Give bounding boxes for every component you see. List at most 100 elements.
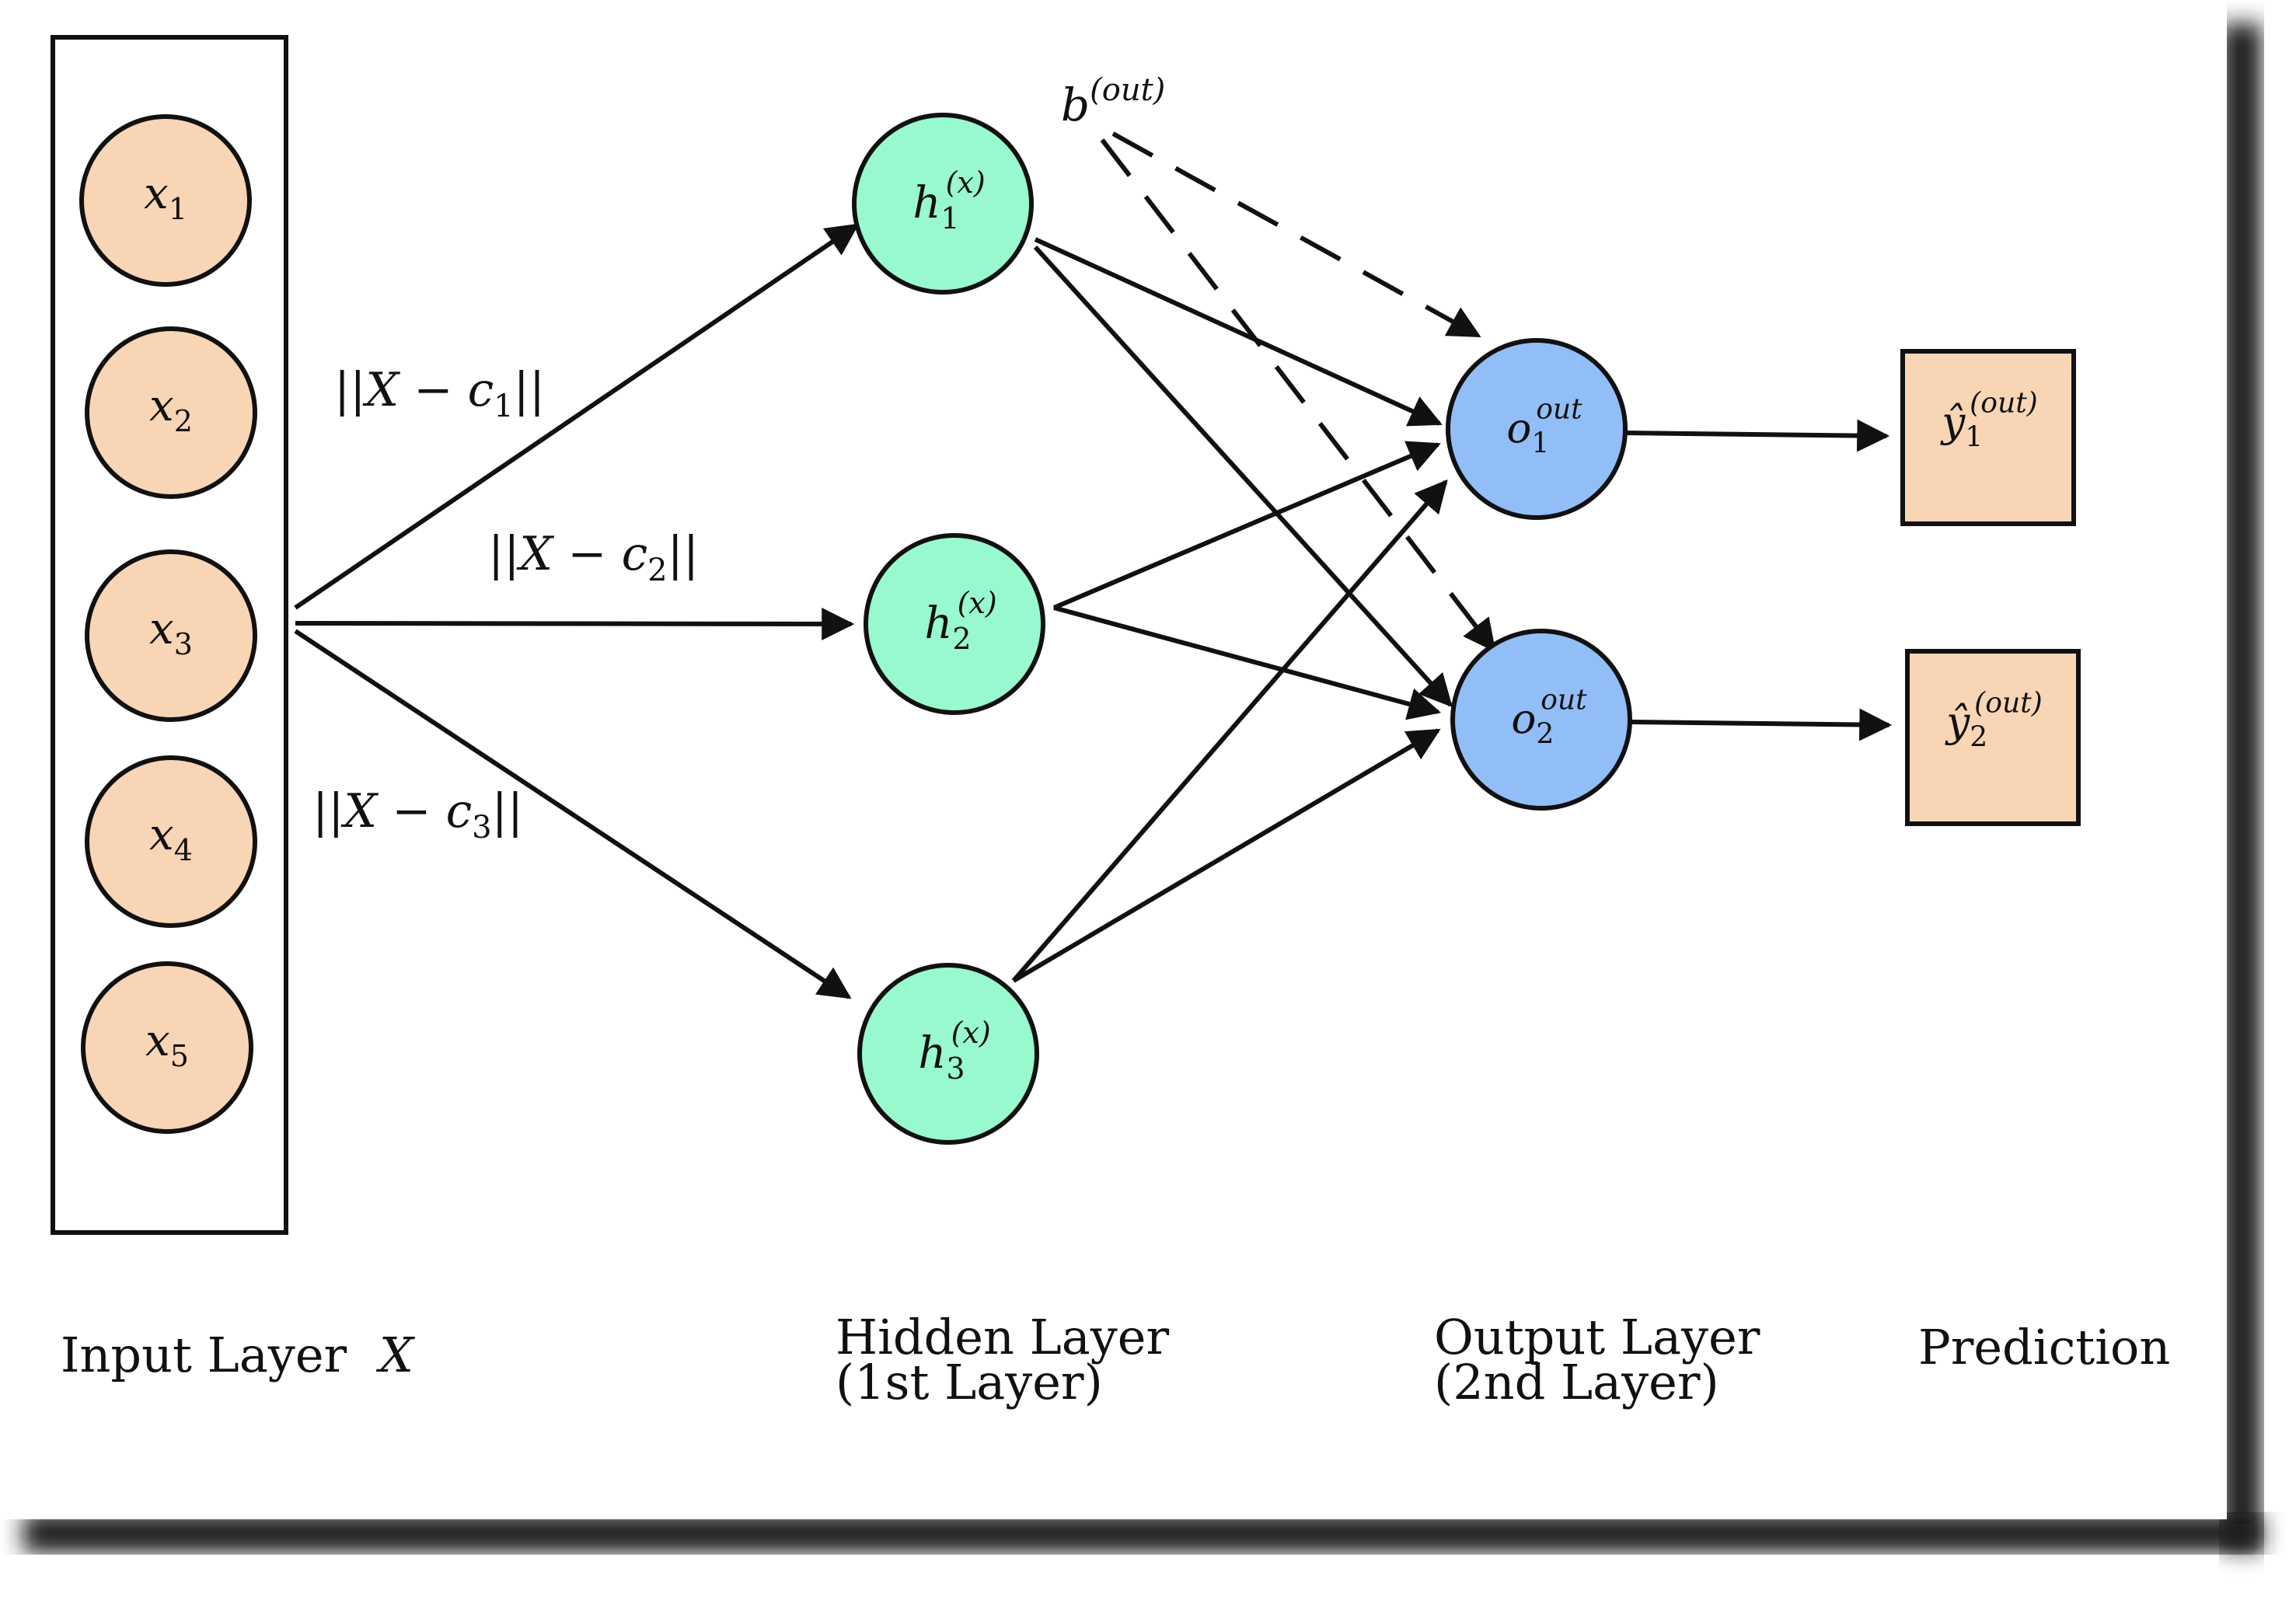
connection-arrow bbox=[1011, 479, 1448, 982]
input-node-circle bbox=[85, 549, 257, 722]
output-node: o1out bbox=[1446, 338, 1628, 520]
solid-connections bbox=[294, 223, 1893, 999]
hidden-node-label-subscript: 1 bbox=[940, 201, 959, 235]
panel-background bbox=[0, 0, 2227, 1519]
prediction-box: ŷ2(out) bbox=[1905, 649, 2081, 826]
hidden-node-circle bbox=[857, 963, 1039, 1145]
input-node-label-subscript: 4 bbox=[174, 833, 193, 867]
output-node-label: o2out bbox=[1511, 684, 1587, 751]
output-node-label-superscript: out bbox=[1541, 684, 1587, 717]
prediction-label-superscript: (out) bbox=[1974, 687, 2043, 720]
output-node-circle bbox=[1446, 338, 1628, 520]
input-layer-caption-text: Input Layer bbox=[61, 1327, 347, 1383]
distance-label-tail: || bbox=[514, 363, 545, 417]
output-layer-caption-line2: (2nd Layer) bbox=[1434, 1354, 1719, 1410]
hidden-node: h2(x) bbox=[864, 533, 1045, 715]
prediction-boxes: ŷ1(out)ŷ2(out) bbox=[1900, 349, 2081, 826]
input-node: x5 bbox=[81, 961, 253, 1134]
prediction-label-symbol: ŷ bbox=[1945, 698, 1970, 746]
connection-arrow bbox=[294, 629, 852, 999]
input-node-label-subscript: 1 bbox=[169, 192, 187, 226]
output-node-label: o1out bbox=[1506, 393, 1582, 460]
prediction-label-subscript: 1 bbox=[1965, 420, 1983, 453]
distance-label: ||X − c2|| bbox=[488, 527, 699, 588]
distance-label: ||X − c3|| bbox=[312, 784, 523, 846]
input-node-label-symbol: x bbox=[149, 381, 174, 431]
connection-arrow bbox=[1053, 605, 1442, 720]
input-node-label-symbol: x bbox=[145, 1016, 170, 1066]
panel-shadow bbox=[23, 23, 2262, 1553]
distance-label-subscript: 1 bbox=[494, 389, 513, 424]
prediction-label: ŷ2(out) bbox=[1945, 687, 2043, 754]
connection-arrow bbox=[1012, 728, 1441, 983]
output-node: o2out bbox=[1450, 629, 1632, 811]
hidden-node: h3(x) bbox=[857, 963, 1039, 1145]
prediction-box: ŷ1(out) bbox=[1900, 349, 2076, 526]
input-node-label: x5 bbox=[145, 1016, 189, 1073]
distance-label-tail: || bbox=[668, 527, 699, 581]
prediction-label-symbol: ŷ bbox=[1940, 398, 1966, 446]
hidden-layer-caption-line1: Hidden Layer bbox=[836, 1309, 1169, 1365]
input-layer-caption: Input Layer X bbox=[61, 1327, 416, 1383]
input-node: x4 bbox=[85, 755, 257, 928]
hidden-node-label-superscript: (x) bbox=[946, 166, 986, 200]
input-node-label: x2 bbox=[149, 381, 193, 438]
connection-arrow bbox=[294, 223, 860, 610]
distance-label-subscript: 2 bbox=[647, 553, 667, 588]
hidden-node-circle bbox=[864, 533, 1045, 715]
input-node-circle bbox=[85, 326, 257, 499]
prediction-label: ŷ1(out) bbox=[1940, 387, 2038, 454]
hidden-node-label-subscript: 2 bbox=[952, 622, 971, 656]
prediction-box-rect bbox=[1905, 649, 2081, 826]
hidden-node-label-symbol: h bbox=[918, 1028, 946, 1079]
connection-arrow bbox=[1034, 237, 1443, 427]
input-layer-frame bbox=[51, 35, 288, 1235]
connection-arrow bbox=[1628, 708, 1893, 741]
connection-arrow bbox=[295, 607, 855, 640]
connection-arrow bbox=[1624, 419, 1890, 452]
hidden-node-label: h1(x) bbox=[912, 166, 985, 235]
output-node-label-subscript: 2 bbox=[1536, 717, 1554, 750]
distance-label-text: ||X − c bbox=[488, 527, 647, 581]
connection-arrow bbox=[1033, 245, 1453, 708]
prediction-box-rect bbox=[1900, 349, 2076, 526]
distance-label-tail: || bbox=[492, 784, 523, 839]
hidden-node-label-symbol: h bbox=[912, 178, 940, 228]
input-node: x3 bbox=[85, 549, 257, 722]
input-node-circle bbox=[85, 755, 257, 928]
input-layer-caption-var: X bbox=[376, 1327, 416, 1383]
prediction-label-superscript: (out) bbox=[1970, 387, 2038, 420]
input-node-label-subscript: 3 bbox=[174, 627, 193, 661]
input-node-label-subscript: 2 bbox=[174, 404, 193, 438]
layer-captions: Input Layer X Hidden Layer (1st Layer) O… bbox=[61, 1309, 2170, 1410]
input-node-circle bbox=[79, 114, 252, 287]
hidden-node-label-subscript: 3 bbox=[946, 1051, 965, 1086]
distance-label: ||X − c1|| bbox=[334, 363, 545, 424]
output-node-label-subscript: 1 bbox=[1531, 427, 1549, 459]
distance-label-subscript: 3 bbox=[472, 810, 491, 846]
prediction-caption: Prediction bbox=[1918, 1319, 2170, 1376]
hidden-node-circle bbox=[852, 113, 1034, 295]
distance-label-text: ||X − c bbox=[334, 363, 494, 417]
hidden-layer-caption-line2: (1st Layer) bbox=[836, 1354, 1103, 1410]
input-node-label-subscript: 5 bbox=[170, 1039, 189, 1073]
distance-labels: ||X − c1||||X − c2||||X − c3|| bbox=[312, 363, 699, 846]
input-node-label-symbol: x bbox=[149, 604, 174, 654]
hidden-node-label: h2(x) bbox=[924, 586, 996, 656]
input-node-label: x3 bbox=[149, 604, 193, 661]
input-node: x2 bbox=[85, 326, 257, 499]
output-node-circle bbox=[1450, 629, 1632, 811]
input-node-label: x1 bbox=[144, 169, 187, 226]
input-node-circle bbox=[81, 961, 253, 1134]
hidden-node: h1(x) bbox=[852, 113, 1034, 295]
output-node-label-symbol: o bbox=[1506, 404, 1531, 452]
output-node-label-symbol: o bbox=[1511, 695, 1536, 743]
hidden-node-label-superscript: (x) bbox=[951, 1016, 991, 1050]
hidden-node-label: h3(x) bbox=[918, 1016, 990, 1086]
bias-label: b(out) bbox=[1061, 72, 1165, 131]
hidden-node-label-symbol: h bbox=[924, 598, 952, 649]
output-layer-caption-line1: Output Layer bbox=[1434, 1309, 1760, 1365]
